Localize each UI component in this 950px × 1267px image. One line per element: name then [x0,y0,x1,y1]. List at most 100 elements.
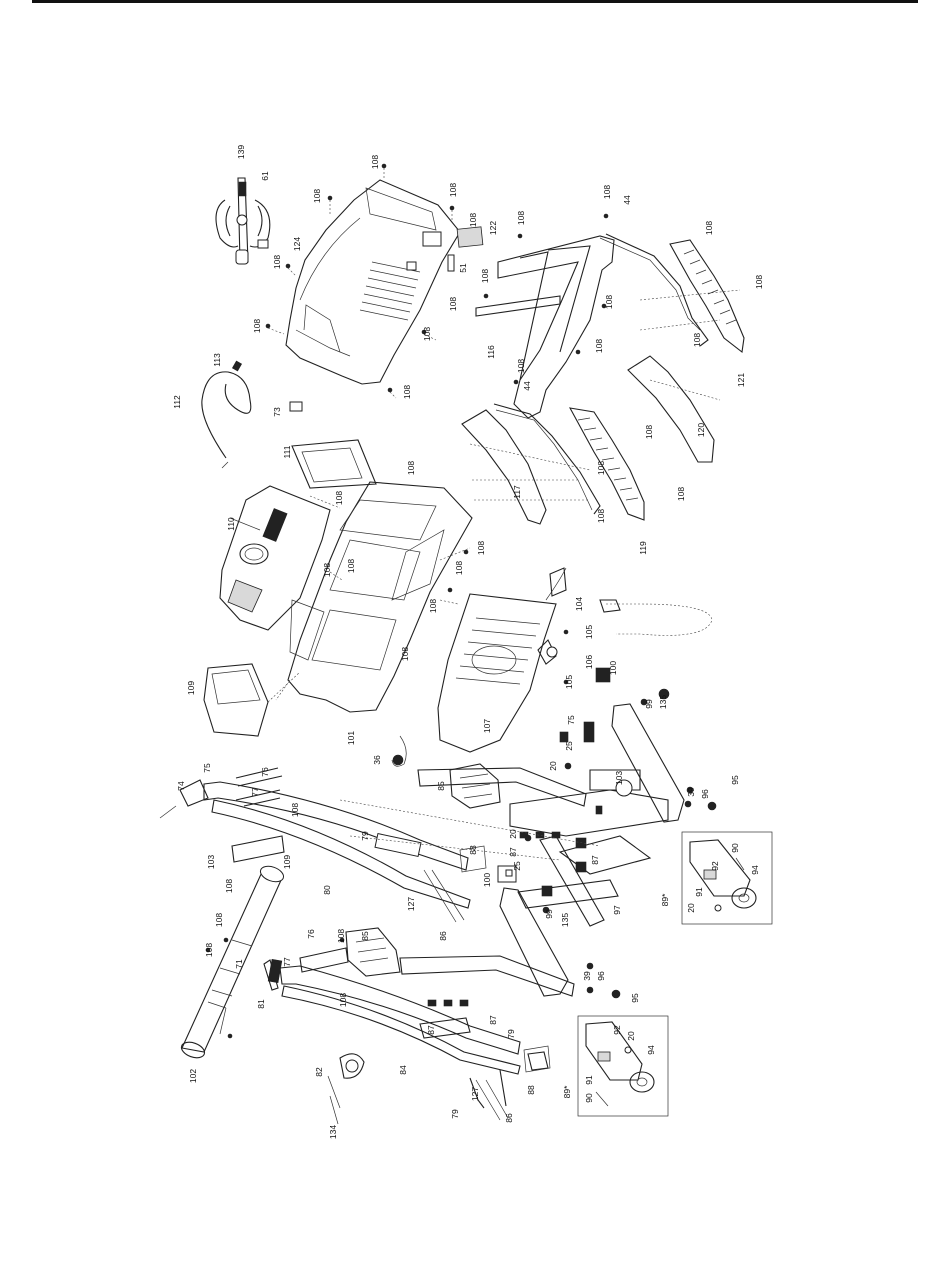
part-label-97: 97 [612,905,622,915]
part-label-108: 108 [336,929,346,943]
part-label-20: 20 [548,761,558,771]
part-label-111: 111 [282,445,292,458]
part-label-44: 44 [622,195,632,205]
part-label-108: 108 [252,319,262,333]
right-handrail-cover [627,355,715,463]
part-label-124: 124 [292,237,302,251]
part-label-51: 51 [458,263,468,273]
part-label-113: 113 [212,353,222,367]
part-label-87: 87 [426,1025,436,1035]
part-label-102: 102 [188,1069,198,1083]
console-frame [275,481,473,713]
part-label-77: 77 [250,787,260,797]
part-label-110: 110 [226,517,236,531]
part-label-100: 100 [482,873,492,887]
part-label-108: 108 [644,425,654,439]
part-label-116: 116 [486,345,496,359]
part-label-61: 61 [260,171,270,181]
part-label-108: 108 [422,327,432,341]
part-label-104: 104 [574,597,584,611]
part-label-79: 79 [450,1109,460,1119]
part-label-108: 108 [214,913,224,927]
part-label-91: 91 [694,887,704,897]
handrail-upright [475,233,709,515]
part-label-139: 139 [236,145,246,159]
inset-box-upper [681,831,773,925]
part-label-36: 36 [372,755,382,765]
part-label-85: 85 [436,781,446,791]
part-label-20: 20 [508,829,518,839]
part-label-108: 108 [406,461,416,475]
part-label-44: 44 [522,381,532,391]
part-label-108: 108 [604,295,614,309]
part-label-108: 108 [224,879,234,893]
fasteners [205,163,717,1125]
part-label-127: 127 [406,897,416,911]
part-label-119: 119 [638,541,648,555]
part-label-108: 108 [754,275,764,289]
part-label-108: 108 [596,461,606,475]
console-plate [291,439,377,489]
part-label-109: 109 [186,681,196,695]
part-label-108: 108 [468,213,478,227]
part-label-96: 96 [596,971,606,981]
part-label-95: 95 [630,993,640,1003]
part-label-85: 85 [360,931,370,941]
part-label-75: 75 [566,715,576,725]
part-label-108: 108 [290,803,300,817]
right-handle-grip [639,239,745,401]
part-label-76: 76 [306,929,316,939]
part-label-105: 105 [584,625,594,639]
part-label-108: 108 [346,559,356,573]
left-upright-rail [263,947,549,1109]
part-label-108: 108 [692,333,702,347]
part-label-89-star: 89* [660,893,670,906]
accessory-tray [203,663,301,737]
part-label-91: 91 [584,1075,594,1085]
part-label-108: 108 [402,385,412,399]
part-label-76: 76 [260,767,270,777]
part-label-103: 103 [206,855,216,869]
part-label-108: 108 [448,297,458,311]
part-label-96: 96 [700,789,710,799]
part-label-87: 87 [508,847,518,857]
part-label-105: 105 [564,675,574,689]
roller-71 [180,865,285,1059]
part-label-107: 107 [482,719,492,733]
part-label-117: 117 [512,485,522,499]
safety-key-clip [215,177,271,265]
part-label-108: 108 [334,491,344,505]
part-label-81: 81 [256,999,266,1009]
part-label-108: 108 [516,211,526,225]
part-label-120: 120 [696,423,706,437]
part-label-20: 20 [686,903,696,913]
part-label-108: 108 [596,509,606,523]
part-label-108: 108 [480,269,490,283]
part-label-108: 108 [272,255,282,269]
part-label-74: 74 [176,781,186,791]
part-label-109: 109 [282,855,292,869]
part-label-86: 86 [438,931,448,941]
part-label-108: 108 [454,561,464,575]
part-label-75: 75 [202,763,212,773]
top-rule [32,0,918,3]
part-label-108: 108 [594,339,604,353]
part-label-122: 122 [488,221,498,235]
part-label-108: 108 [476,541,486,555]
part-label-135: 135 [560,913,570,927]
part-label-25: 25 [512,861,522,871]
part-label-87: 87 [488,1015,498,1025]
part-label-134: 134 [328,1125,338,1139]
part-label-89-star: 89* [562,1085,572,1098]
part-label-90: 90 [584,1093,594,1103]
part-label-99: 99 [544,909,554,919]
part-label-79: 79 [360,831,370,841]
part-label-121: 121 [736,373,746,387]
part-label-84: 84 [398,1065,408,1075]
motor-hood [437,567,713,753]
part-label-80: 80 [322,885,332,895]
part-label-108: 108 [370,155,380,169]
part-label-108: 108 [704,221,714,235]
part-label-112: 112 [172,395,182,409]
